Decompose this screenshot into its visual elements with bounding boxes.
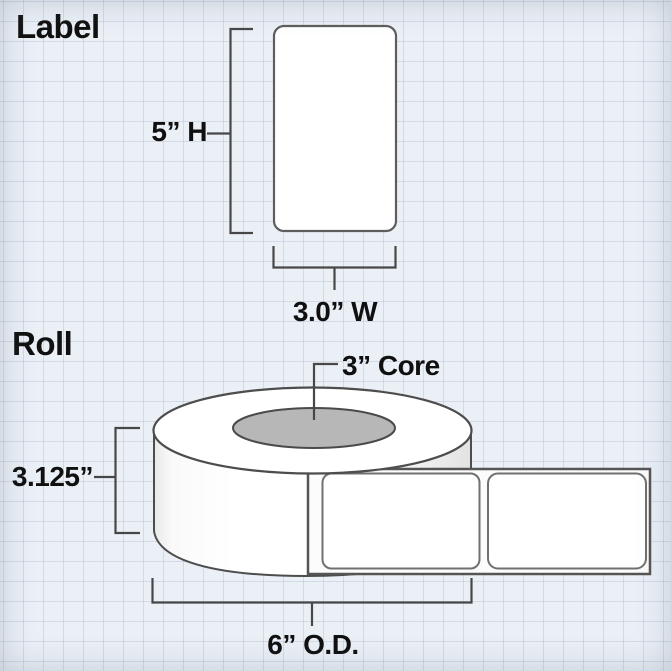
roll-width-dimension: 3.125” [11, 461, 94, 492]
strip-label-2 [487, 472, 647, 570]
strip-label-1 [321, 472, 481, 570]
roll-core-dimension: 3” Core [342, 350, 440, 381]
label-height-dimension: 5” H [151, 116, 207, 147]
height-dimension-bracket [229, 27, 253, 235]
roll-outer-diameter-dimension: 6” O.D. [267, 629, 359, 660]
label-section-heading: Label [16, 8, 100, 45]
label-width-dimension: 3.0” W [292, 296, 378, 327]
core-leader-line [312, 362, 338, 420]
label-rectangle [272, 24, 398, 233]
outer-diameter-bracket [151, 578, 473, 604]
roll-width-bracket [114, 426, 140, 535]
width-dimension-bracket [272, 246, 397, 269]
roll-section-heading: Roll [12, 325, 73, 362]
